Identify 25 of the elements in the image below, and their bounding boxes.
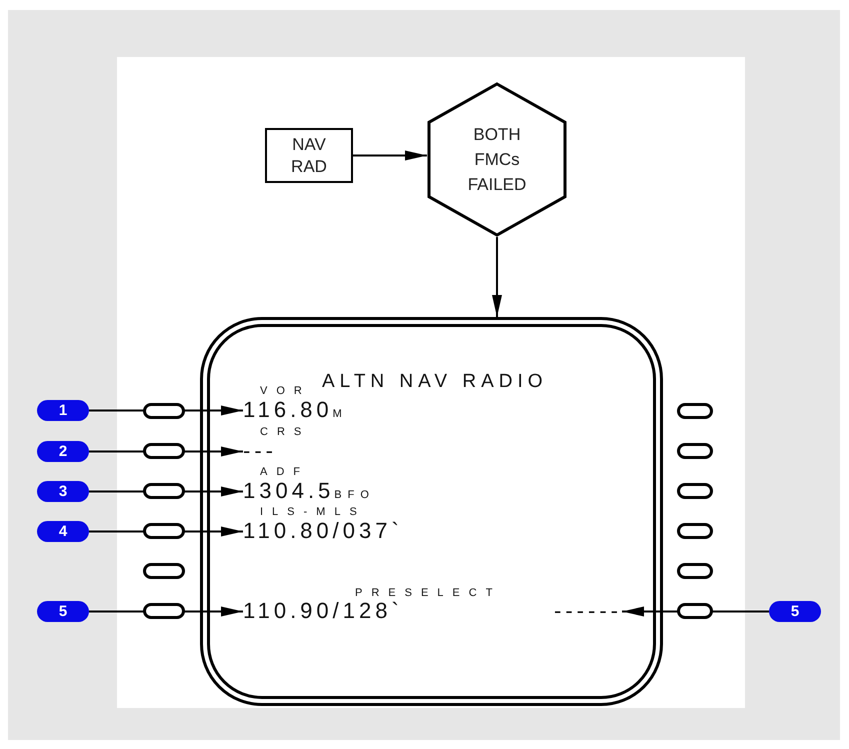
condition-text: BOTH FMCs FAILED xyxy=(466,124,528,196)
callout-number: 5 xyxy=(769,601,821,622)
display-screen xyxy=(200,317,663,706)
arrow xyxy=(353,150,427,160)
field-value: 116.80 xyxy=(243,397,333,422)
unit-label: M xyxy=(332,408,348,420)
callout-number: 5 xyxy=(37,601,89,622)
field-label: ADF xyxy=(260,466,310,479)
callout-number: 4 xyxy=(37,521,89,542)
unit-label: BFO xyxy=(334,489,375,501)
field-label: VOR xyxy=(260,385,312,398)
field-label: PRESELECT xyxy=(355,587,502,599)
field-value: --- xyxy=(243,438,277,463)
field-value: ------ xyxy=(554,598,622,623)
callout-number: 3 xyxy=(37,481,89,502)
field-value: 1304.5 xyxy=(243,478,334,503)
label-box: NAV RAD xyxy=(265,128,353,183)
arrow xyxy=(492,237,502,317)
field-value: 110.90/128` xyxy=(243,598,403,623)
field-label: CRS xyxy=(260,426,310,439)
callout-number: 1 xyxy=(37,400,89,421)
field-value: 110.80/037` xyxy=(243,518,403,543)
page-title: ALTN NAV RADIO xyxy=(322,371,548,393)
field-label: ILS-MLS xyxy=(260,506,367,519)
callout-number: 2 xyxy=(37,441,89,462)
